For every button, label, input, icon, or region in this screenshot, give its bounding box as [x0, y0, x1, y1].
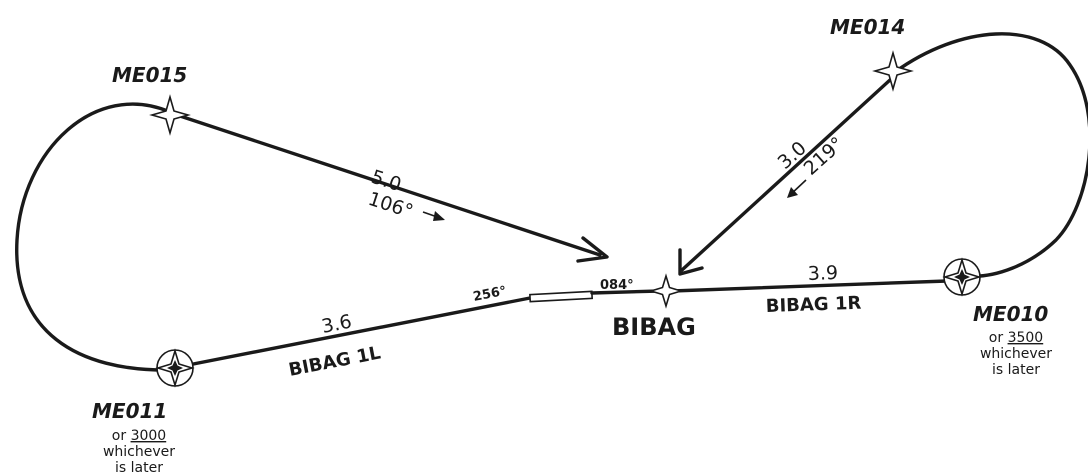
distance-label-bibag-1r: 3.9 — [807, 262, 838, 285]
me010-altitude: 3500 — [1008, 330, 1044, 346]
bearing-arrowhead-219 — [787, 187, 798, 198]
flyover-waypoint-star-icon — [149, 94, 191, 136]
me011-note-line1: or 3000 — [112, 428, 166, 444]
me010-note-line2: whichever — [980, 346, 1052, 362]
runway-segment — [529, 290, 594, 303]
me010-note-line3: is later — [992, 362, 1040, 378]
bibag-1r-track — [670, 279, 949, 293]
right-turn-loop — [893, 32, 1088, 278]
waypoint-label-me014: ME014 — [830, 15, 905, 39]
left-turn-loop — [15, 102, 174, 372]
me011-note-line2: whichever — [103, 444, 175, 460]
me014-bibag-track — [680, 78, 892, 272]
me015-bibag-track — [178, 114, 602, 257]
me011-note-line3: is later — [115, 460, 163, 475]
arrowhead-me015-bibag — [576, 236, 609, 263]
waypoint-label-me011: ME011 — [92, 399, 167, 423]
bearing-arrowhead-106 — [433, 211, 445, 221]
waypoint-label-me015: ME015 — [112, 63, 187, 87]
procedure-label-bibag-1l: BIBAG 1L — [287, 343, 382, 381]
bibag-1l-track — [176, 296, 532, 369]
me011-altitude: 3000 — [131, 428, 167, 444]
bearing-label-bibag-1l: 256° — [472, 284, 508, 305]
waypoint-label-me010: ME010 — [973, 302, 1048, 326]
fix-label-bibag: BIBAG — [612, 313, 696, 341]
flyover-waypoint-star-icon — [648, 273, 684, 309]
me010-note-line1: or 3500 — [989, 330, 1043, 346]
flyover-waypoint-star-icon — [872, 50, 914, 92]
compass-rose-waypoint-icon — [942, 257, 982, 297]
bearing-label-bibag-1r: 084° — [600, 278, 634, 293]
procedure-label-bibag-1r: BIBAG 1R — [765, 293, 861, 317]
compass-rose-waypoint-icon — [155, 348, 195, 388]
arrowhead-me014-bibag — [678, 248, 704, 276]
bibag-to-runway-track — [590, 289, 662, 295]
